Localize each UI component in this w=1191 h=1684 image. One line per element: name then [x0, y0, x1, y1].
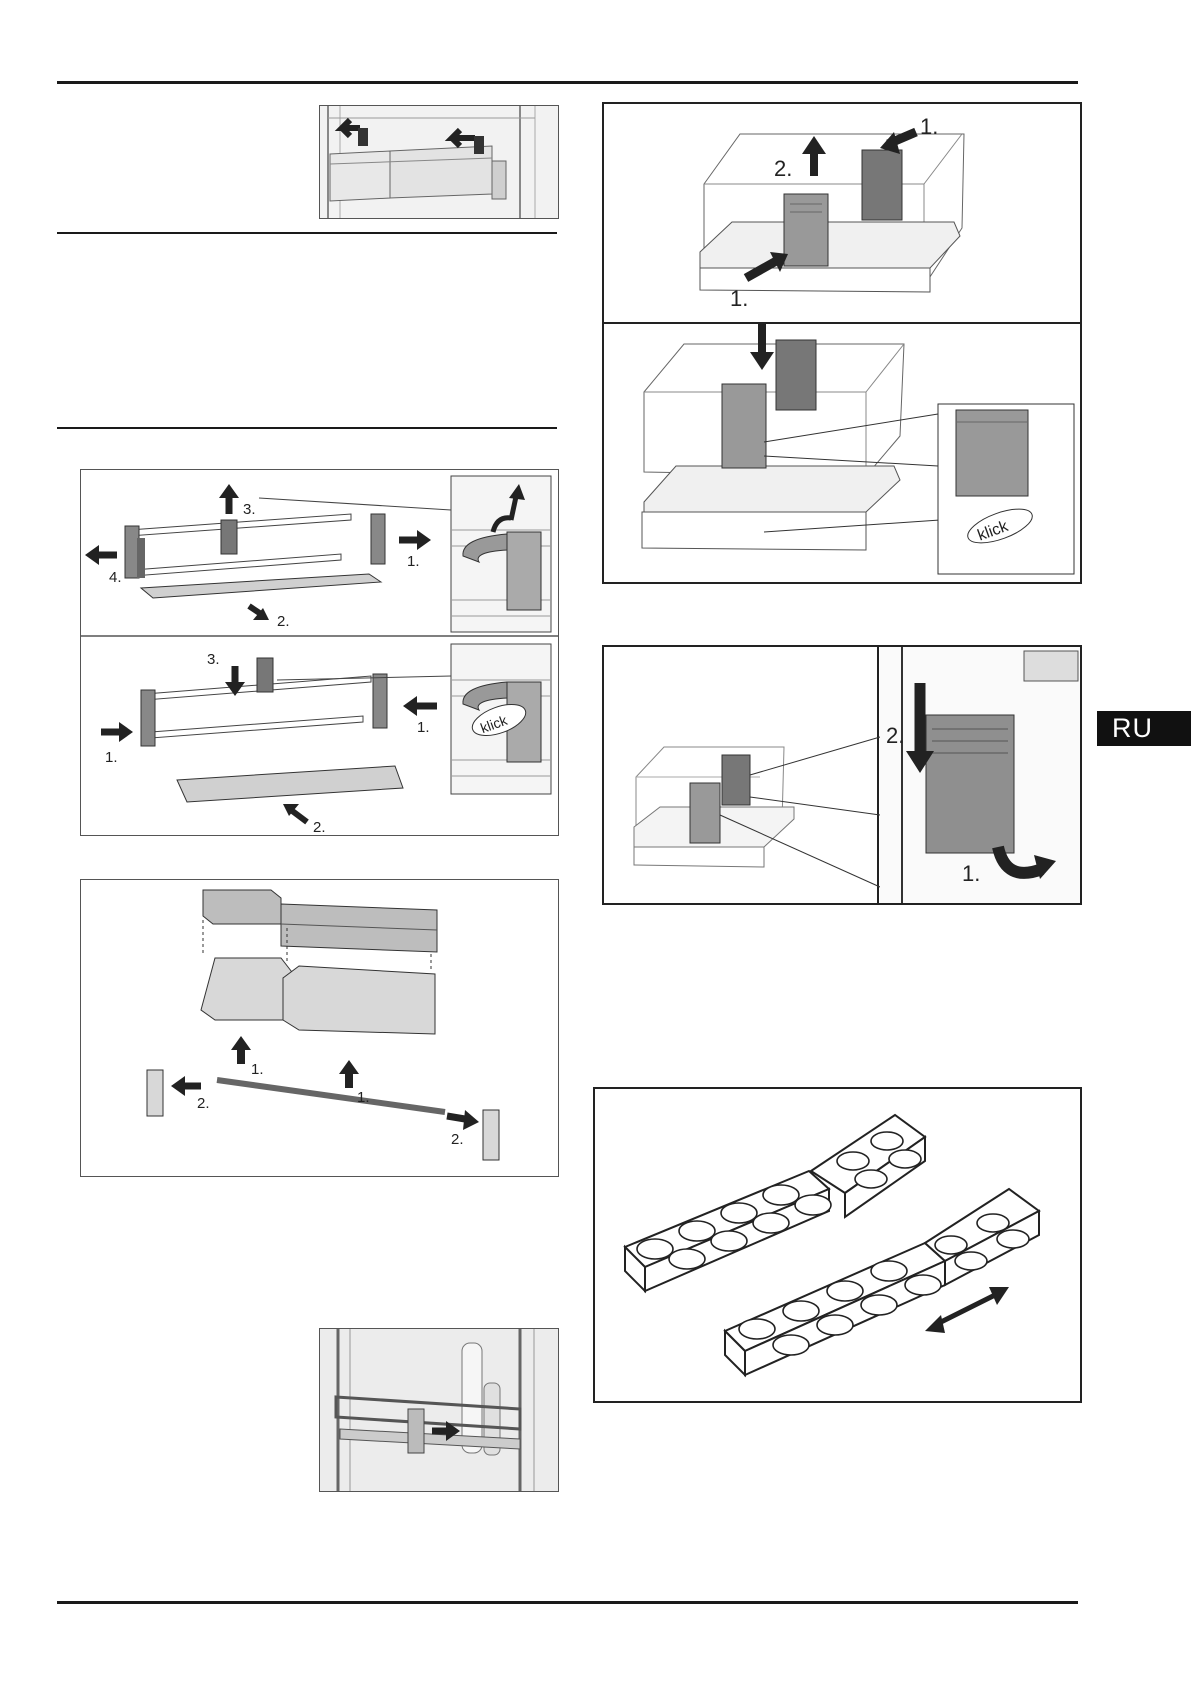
- step-label-3: 3.: [243, 501, 256, 518]
- drawer-divider-remove-illustration: 1. 2. 1.: [699, 114, 965, 311]
- drawer-flap-figure: 2. 1.: [602, 645, 1082, 905]
- section-rule-2: [57, 427, 557, 429]
- step-label-1b: 1.: [730, 286, 748, 311]
- step-label-1a: 1.: [920, 114, 938, 139]
- shelf-assembly-illustration: 4. 1. 3. 2.: [81, 475, 558, 835]
- step-label-3: 3.: [207, 651, 220, 668]
- top-rule: [57, 81, 1078, 84]
- shelf-assembly-panel: 1. 1. 2. 3. klick: [101, 643, 552, 835]
- step-label-1: 1.: [407, 553, 420, 570]
- section-rule-1: [57, 232, 557, 234]
- bottle-holder-illustration: [320, 1329, 558, 1491]
- step-label-2: 2.: [313, 819, 326, 835]
- egg-tray-figure: [593, 1087, 1082, 1403]
- step-label-2: 2.: [774, 156, 792, 181]
- step-label-1b: 1.: [417, 719, 430, 736]
- door-bins-figure: 1. 1. 2. 2.: [80, 879, 559, 1177]
- step-label-2a: 2.: [197, 1095, 210, 1112]
- bottom-rule: [57, 1601, 1078, 1604]
- shelf-disassembly-panel: 4. 1. 3. 2.: [85, 475, 552, 633]
- step-label-2: 2.: [886, 723, 904, 748]
- drawer-divider-insert-figure: klick: [602, 322, 1082, 584]
- door-bins-illustration-2: 1. 1. 2. 2.: [146, 889, 500, 1161]
- door-bins-photo: [319, 105, 559, 219]
- step-label-2: 2.: [277, 613, 290, 630]
- egg-tray-illustration: [623, 1113, 1041, 1378]
- step-label-1b: 1.: [357, 1089, 370, 1106]
- drawer-divider-remove-figure: 1. 2. 1.: [602, 102, 1082, 328]
- step-label-1a: 1.: [251, 1061, 264, 1078]
- language-tab: RU: [1097, 711, 1191, 746]
- step-label-1: 1.: [962, 861, 980, 886]
- step-label-2b: 2.: [451, 1131, 464, 1148]
- drawer-flap-illustration: 2. 1.: [633, 647, 1080, 903]
- drawer-divider-insert-illustration: klick: [641, 324, 1075, 575]
- door-bins-illustration: [320, 106, 558, 218]
- shelf-assembly-figure: 4. 1. 3. 2.: [80, 469, 559, 836]
- bottle-holder-photo: [319, 1328, 559, 1492]
- step-label-1a: 1.: [105, 749, 118, 766]
- step-label-4: 4.: [109, 569, 122, 586]
